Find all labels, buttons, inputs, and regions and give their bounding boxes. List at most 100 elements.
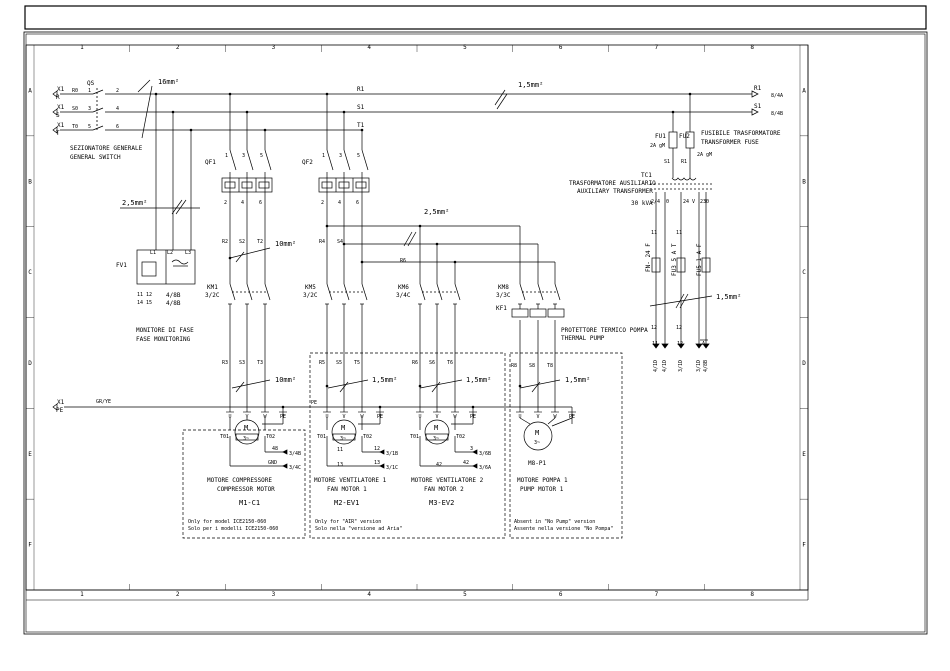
fv1-contacts-a: 11 12 [137,292,152,298]
comp-th-left: T01 [220,434,229,440]
motor-terminal-label: U [418,414,421,420]
qf2-tag: QF2 [302,159,313,166]
qf1-pin-5: 5 [260,153,263,159]
labels: X1 X1 X1 R S T R0 S0 T0 X1 PE GR/YE QS 1… [56,78,783,532]
km5-ref: 3/2C [303,292,318,299]
supply-term-s: S0 [72,106,78,112]
wire-s3: S3 [239,360,245,366]
comp-m: M [244,424,248,432]
km8-ref: 3/3C [496,292,511,299]
tc1-sec-4: 230 [700,199,709,205]
qf2-pin-1: 1 [322,153,325,159]
fuse-label-it: FUSIBILE TRASFORMATORE [701,130,781,137]
km5-tag: KM5 [305,284,316,291]
cable-aux: 1,5mm² [518,81,543,89]
switch-pin-4: 4 [116,106,119,112]
transformer-out-ref: 3/1D [678,360,684,372]
wire-r3: R3 [222,360,228,366]
monitor-label-it: MONITORE DI FASE [136,327,194,334]
junction-dots [154,92,692,409]
ground-wire: GR/YE [96,399,111,405]
comp-sig1: 48 [272,446,278,452]
tr-w3: 12 [651,325,657,331]
cable-pump-out: 1,5mm² [565,376,590,384]
supply-phase-s: S [56,112,60,119]
contact-blade [537,283,544,301]
qf2-pin-6: 6 [356,200,359,206]
comp-th-right: T02 [266,434,275,440]
fan2-sig2-ref: 3/6A [479,465,491,471]
fan1-tl1: 11 [337,447,343,453]
motor-terminal-label: W [453,414,457,420]
bus-out-arrows [52,90,759,411]
grid-row-left: F [28,542,32,549]
comp-note-it: Solo per i modelli ICE2150-060 [188,526,278,532]
kf1-tag: KF1 [496,305,507,312]
cable-comp: 10mm² [275,240,296,248]
fv1-ref-a: 4/8B [166,292,181,299]
pump-tag: M8-P1 [528,460,546,467]
fuse-rating-a: 2A gM [650,143,665,149]
wire-s6: S6 [429,360,435,366]
qf1-pin-4: 4 [241,200,244,206]
grid-row-left: A [28,87,32,94]
grid-row-right: B [802,178,806,185]
tc1-tag: TC1 [641,172,652,179]
supply-term-t: T0 [72,124,78,130]
switch-pin-5: 5 [88,124,91,130]
pump-label-it: MOTORE POMPA 1 [517,477,568,484]
grid-row-right: D [802,360,806,367]
tr-w2: 11 [676,230,682,236]
fan2-tl2: 42 [436,462,442,468]
wiring [64,94,707,418]
km8-tag: KM8 [498,284,509,291]
switch-pin-2: 2 [116,88,119,94]
km1-ref: 3/2C [205,292,220,299]
fan1-label-en: FAN MOTOR 1 [327,486,367,493]
grid-col-top: 3 [272,44,276,51]
qf1-tag: QF1 [205,159,216,166]
grid-col-bottom: 5 [463,591,467,598]
qf1-pin-3: 3 [242,153,245,159]
motor-terminal-label: PE [569,414,575,420]
wire-s2: S2 [239,239,245,245]
bus-r1: R1 [357,86,365,93]
grid-row-right: A [802,87,806,94]
motor-terminal-label: U [325,414,328,420]
grid-col-top: 7 [655,44,659,51]
grid-col-bottom: 6 [559,591,563,598]
fv1-pin-l1: L1 [150,250,156,256]
grid-col-top: 8 [750,44,754,51]
switch-pin-1: 1 [88,88,91,94]
fan1-sig1: 12 [374,446,380,452]
motor-terminal-label: V [342,414,345,420]
transformer-out-ref: 4/8B [703,360,709,372]
motors [226,411,576,469]
grid-row-left: E [28,451,32,458]
tc1-label-en: AUXILIARY TRANSFORMER [577,188,653,195]
switch-tag: QS [87,80,95,87]
tc1-label-it: TRASFORMATORE AUSILIARIO [569,180,656,187]
fan1-tag: M2-EV1 [334,499,359,507]
switch-label-it: SEZIONATORE GENERALE [70,145,143,152]
wire-r2: R2 [222,239,228,245]
cable-fan: 2,5mm² [424,208,449,216]
fan2-sig1-ref: 3/6B [479,451,491,457]
grid-row-right: E [802,451,806,458]
fan1-note-it: Solo nella "versione ad Aria" [315,526,402,532]
comp-sig2: GND [268,460,277,466]
out-s1: S1 [754,103,762,110]
km6-ref: 3/4C [396,292,411,299]
fv1-ref-b: 4/8B [166,300,181,307]
thermal-label-en: THERMAL PUMP [561,335,605,342]
motor-terminal-label: V [245,414,248,420]
fan1-th-right: T02 [363,434,372,440]
fan1-tl2: 13 [337,462,343,468]
wire-s5: S5 [336,360,342,366]
grid-col-top: 1 [80,44,84,51]
fan2-sig2: 42 [463,460,469,466]
comp-label-en: COMPRESSOR MOTOR [217,486,275,493]
wire-r4: R4 [319,239,325,245]
pump-3ph: 3~ [534,440,540,446]
